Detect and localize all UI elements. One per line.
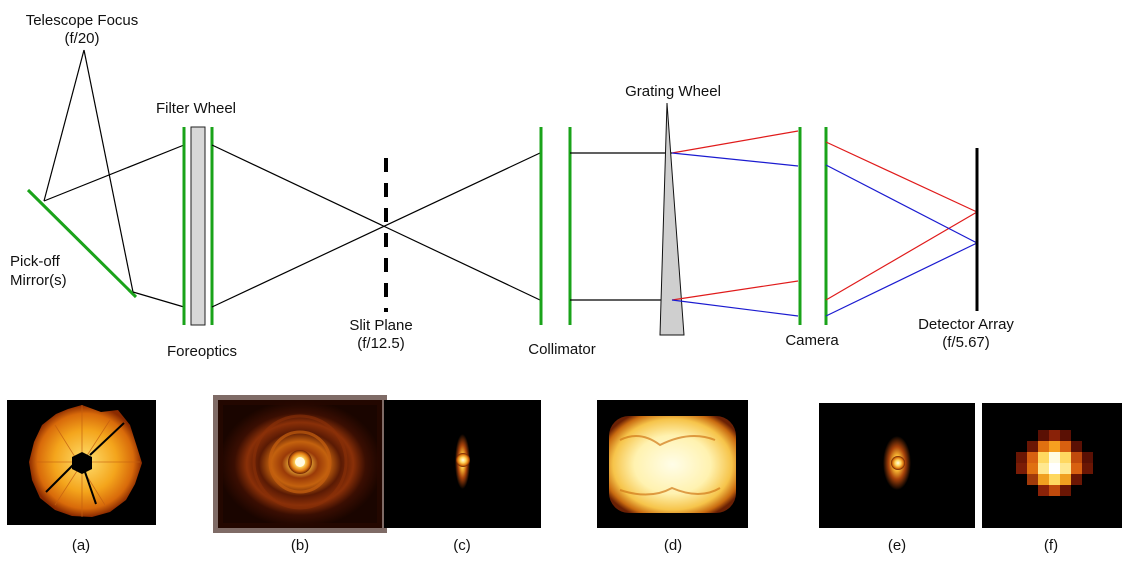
panel-b: (b) xyxy=(213,395,387,554)
dispersed-rays-to-camera xyxy=(671,130,799,317)
panel-c: (c) xyxy=(384,400,541,554)
grating-prism xyxy=(659,102,685,336)
label-foreoptics: Foreoptics xyxy=(167,343,237,360)
panel-d: (d) xyxy=(597,400,748,554)
pickoff-mirror xyxy=(26,188,138,299)
caption-d: (d) xyxy=(664,537,682,554)
label-slit-plane: Slit Plane xyxy=(349,317,412,334)
camera-group xyxy=(798,127,828,325)
caption-c: (c) xyxy=(453,537,471,554)
collimated-beam xyxy=(570,152,672,301)
rays-foreoptics-to-collimator xyxy=(211,144,541,308)
caption-b: (b) xyxy=(291,537,309,554)
label-pickoff-line2: Mirror(s) xyxy=(10,272,67,289)
telescope-beam xyxy=(43,49,134,293)
caption-a: (a) xyxy=(72,537,90,554)
panel-e: (e) xyxy=(819,403,975,554)
label-camera: Camera xyxy=(785,332,839,349)
label-telescope-focus: Telescope Focus xyxy=(26,12,139,29)
label-grating-wheel: Grating Wheel xyxy=(625,83,721,100)
collimator-group xyxy=(539,127,572,325)
filter-wheel-element xyxy=(190,126,206,326)
label-slit-plane-ratio: (f/12.5) xyxy=(357,335,405,352)
label-detector-array: Detector Array xyxy=(918,316,1014,333)
panel-f: (f) xyxy=(982,403,1122,554)
label-filter-wheel: Filter Wheel xyxy=(156,100,236,117)
panel-a: (a) xyxy=(7,400,156,554)
label-collimator: Collimator xyxy=(528,341,596,358)
caption-f: (f) xyxy=(1044,537,1058,554)
pixel-grid xyxy=(1016,430,1093,496)
label-detector-array-ratio: (f/5.67) xyxy=(942,334,990,351)
label-telescope-focus-ratio: (f/20) xyxy=(64,30,99,47)
caption-e: (e) xyxy=(888,537,906,554)
rays-camera-to-detector xyxy=(825,141,978,317)
foreoptics-group xyxy=(182,126,214,326)
rays-pickoff-to-foreoptics xyxy=(43,144,185,308)
label-pickoff-line1: Pick-off xyxy=(10,253,61,270)
secondary-obscuration xyxy=(72,452,92,474)
